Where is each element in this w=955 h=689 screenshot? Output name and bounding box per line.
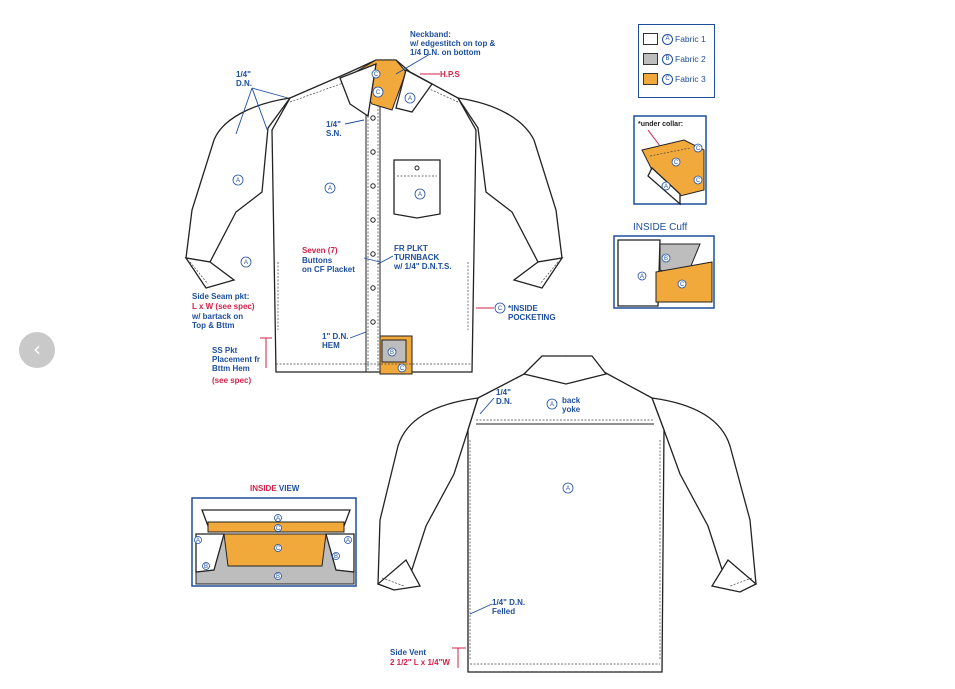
legend-swatch (643, 33, 658, 45)
fabric-legend: A Fabric 1 B Fabric 2 C Fabric 3 (638, 24, 715, 98)
front-shirt-drawing: A A A A A C C B C C (184, 53, 564, 375)
legend-item-fabric-3: C Fabric 3 (643, 73, 706, 85)
svg-text:C: C (374, 72, 379, 78)
svg-text:C: C (276, 526, 281, 532)
svg-text:B: B (334, 554, 338, 560)
legend-swatch (643, 53, 658, 65)
legend-code: A (662, 33, 673, 45)
svg-text:A: A (408, 96, 412, 102)
fr-plkt-note: FR PLKT TURNBACK w/ 1/4" D.N.T.S. (394, 244, 452, 271)
svg-text:A: A (236, 178, 240, 184)
legend-label: Fabric 3 (675, 74, 706, 84)
svg-text:B: B (390, 350, 394, 356)
sn-note: 1/4" S.N. (326, 120, 342, 138)
front-dn-note: 1/4" D.N. (236, 70, 252, 88)
back-yoke-note: back yoke (562, 396, 581, 414)
svg-text:C: C (696, 146, 701, 152)
felled-note: 1/4" D.N. Felled (492, 598, 526, 616)
svg-text:A: A (328, 186, 332, 192)
svg-text:A: A (566, 486, 570, 492)
inside-view-title-view: VIEW (276, 484, 300, 493)
legend-code: B (662, 53, 673, 65)
side-vent-dims-note: 2 1/2" L x 1/4"W (390, 658, 450, 667)
legend-label: Fabric 2 (675, 54, 706, 64)
svg-text:B: B (276, 574, 280, 580)
svg-text:C: C (680, 282, 685, 288)
svg-text:B: B (204, 564, 208, 570)
see-spec-note: (see spec) (212, 376, 252, 385)
under-collar-title: *under collar: (638, 121, 684, 128)
legend-label: Fabric 1 (675, 34, 706, 44)
svg-text:C: C (376, 90, 381, 96)
previous-image-button[interactable]: ‹ (19, 332, 55, 368)
svg-text:C: C (276, 546, 281, 552)
bartack-note: w/ bartack on Top & Bttm (192, 312, 244, 330)
seven-note: Seven (7) (302, 246, 338, 255)
inside-view-title-inside: INSIDE (250, 484, 277, 493)
svg-text:C: C (400, 366, 405, 372)
svg-text:C: C (498, 306, 503, 312)
back-dn-note: 1/4" D.N. (496, 388, 512, 406)
side-seam-dims-note: L x W (see spec) (192, 302, 255, 311)
chevron-left-icon: ‹ (33, 337, 41, 361)
back-shirt-drawing: A A (376, 355, 758, 673)
svg-text:A: A (550, 402, 554, 408)
legend-swatch (643, 73, 658, 85)
ss-pkt-note: SS Pkt Placement fr Bttm Hem (212, 346, 261, 373)
neckband-note: Neckband: w/ edgestitch on top & 1/4 D.N… (410, 30, 496, 57)
inside-view-detail: A C C B B B A A (191, 497, 357, 587)
inside-view-title: INSIDE VIEW (250, 484, 299, 493)
inside-cuff-title: INSIDE Cuff (633, 222, 688, 233)
placket-buttons (370, 115, 376, 325)
svg-text:A: A (418, 192, 422, 198)
inside-cuff-detail: B C A (613, 235, 715, 309)
svg-text:A: A (346, 538, 350, 544)
svg-text:C: C (696, 178, 701, 184)
front-fabric-codes: A A A A A C C B C C (232, 69, 506, 373)
svg-text:B: B (664, 256, 668, 262)
hps-note: H.P.S (440, 70, 460, 79)
svg-text:A: A (276, 516, 280, 522)
legend-item-fabric-2: B Fabric 2 (643, 53, 706, 65)
buttons-note: Buttons on CF Placket (302, 256, 355, 274)
hem-note: 1" D.N. HEM (322, 332, 349, 350)
svg-text:A: A (664, 184, 668, 190)
side-vent-note: Side Vent (390, 648, 427, 657)
side-seam-note: Side Seam pkt: (192, 292, 250, 301)
legend-code: C (662, 73, 673, 85)
under-collar-detail: C C C A (633, 115, 707, 206)
svg-text:A: A (244, 260, 248, 266)
inside-pocketing-note: *INSIDE POCKETING (508, 304, 556, 322)
svg-text:C: C (674, 160, 679, 166)
legend-item-fabric-1: A Fabric 1 (643, 33, 706, 45)
svg-text:A: A (640, 274, 644, 280)
svg-text:A: A (196, 538, 200, 544)
